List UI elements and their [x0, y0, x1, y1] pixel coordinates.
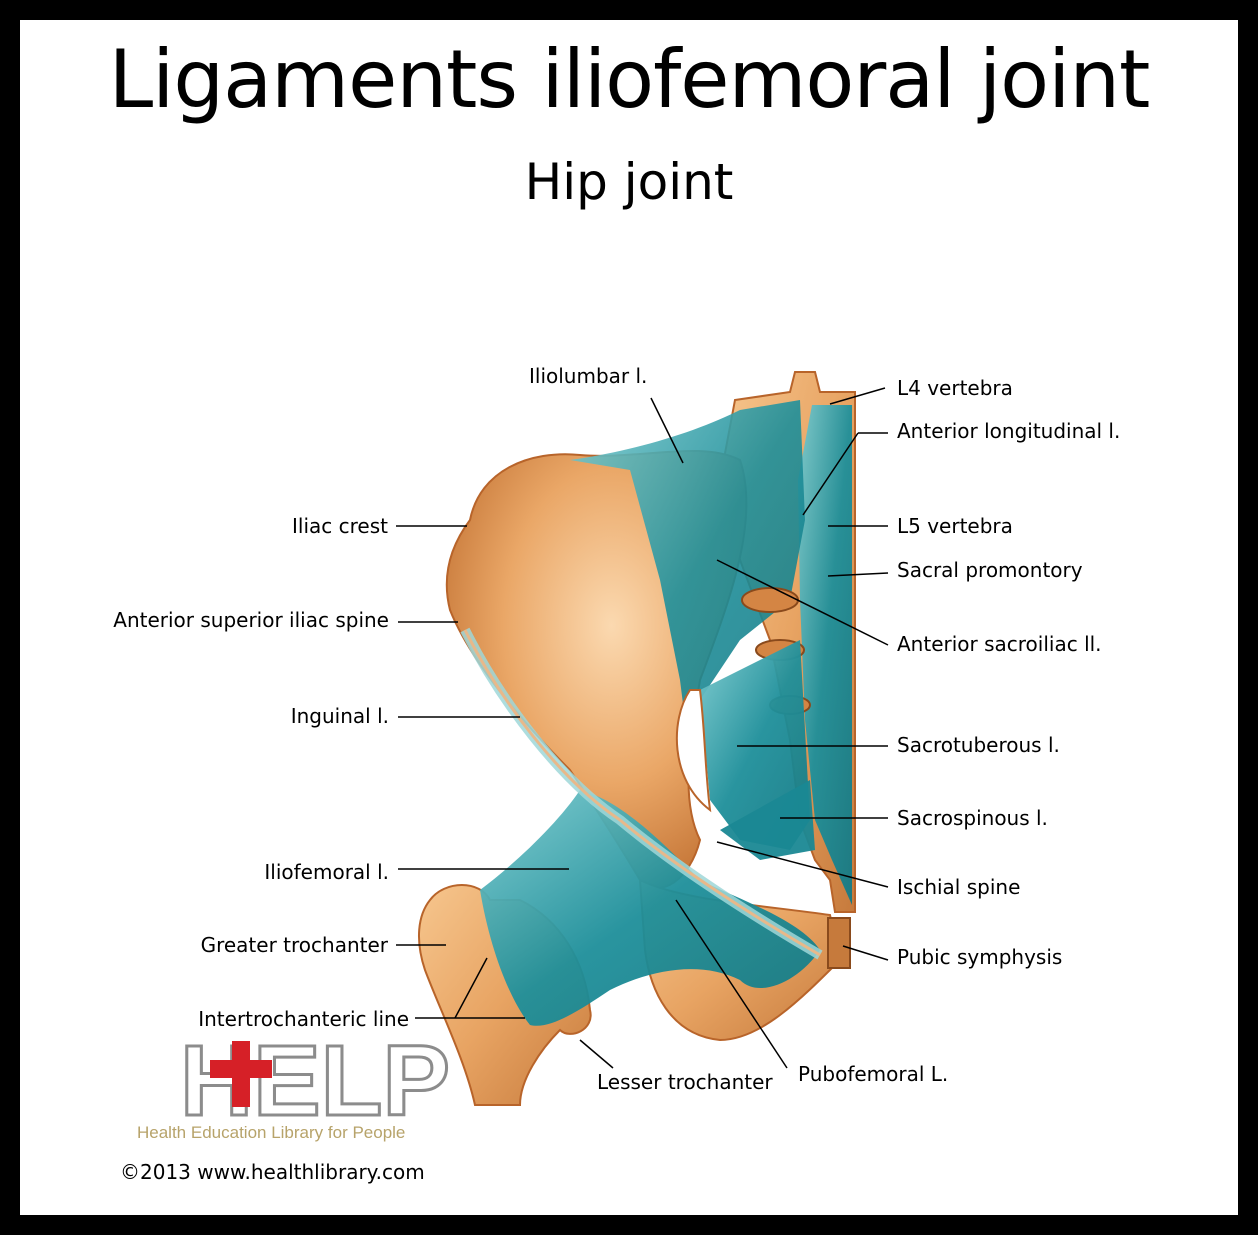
label-l5-vertebra: L5 vertebra	[897, 514, 1013, 538]
logo-caption: Health Education Library for People	[137, 1123, 406, 1142]
inguinal-ligament-shadow	[463, 629, 821, 957]
help-logo: HELP	[180, 1035, 450, 1120]
label-lesser-trochanter: Lesser trochanter	[597, 1070, 773, 1094]
label-anterior-superior-iliac-spine: Anterior superior iliac spine	[113, 608, 389, 632]
greater-sciatic-notch	[675, 689, 712, 813]
label-iliolumbar-ligament: Iliolumbar l.	[529, 364, 648, 388]
label-intertrochanteric-line: Intertrochanteric line	[198, 1007, 409, 1031]
label-pubic-symphysis: Pubic symphysis	[897, 945, 1063, 969]
label-ischial-spine: Ischial spine	[897, 875, 1021, 899]
label-inguinal-ligament: Inguinal l.	[290, 704, 389, 728]
page-subtitle: Hip joint	[524, 153, 734, 211]
sacral-foramen	[741, 587, 799, 613]
iliofemoral-ligament	[480, 790, 820, 1026]
label-sacrotuberous-ligament: Sacrotuberous l.	[897, 733, 1060, 757]
label-pubofemoral-ligament: Pubofemoral L.	[798, 1062, 949, 1086]
pubic-symphysis-cartilage	[827, 917, 851, 969]
copyright-notice: ©2013 www.healthlibrary.com	[120, 1160, 425, 1184]
label-sacrospinous-ligament: Sacrospinous l.	[897, 806, 1048, 830]
sacroiliac-ligament-fan	[570, 400, 805, 760]
label-anterior-sacroiliac-ligaments: Anterior sacroiliac ll.	[897, 632, 1102, 656]
label-iliac-crest: Iliac crest	[292, 514, 388, 538]
label-l4-vertebra: L4 vertebra	[897, 376, 1013, 400]
sacrospinous-ligament	[720, 780, 815, 860]
label-sacral-promontory: Sacral promontory	[897, 558, 1083, 582]
leader-lines	[396, 387, 889, 1069]
label-iliofemoral-ligament: Iliofemoral l.	[264, 860, 389, 884]
anterior-longitudinal-ligament	[798, 405, 852, 905]
label-greater-trochanter: Greater trochanter	[200, 933, 388, 957]
page-title: Ligaments iliofemoral joint	[108, 33, 1151, 126]
label-anterior-longitudinal-ligament: Anterior longitudinal l.	[897, 419, 1121, 443]
